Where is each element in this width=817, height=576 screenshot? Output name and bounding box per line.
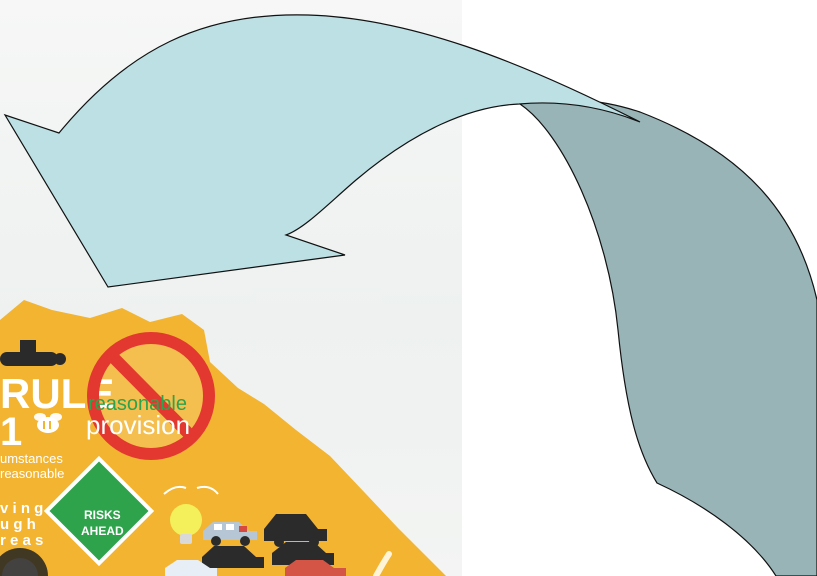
driving-line3: r e a s (0, 532, 43, 549)
sign-word-2: provision (86, 410, 190, 440)
rule-text-line2: reasonable (0, 466, 64, 481)
driving-line2: u g h (0, 516, 36, 533)
rule-text-line1: umstances (0, 451, 63, 466)
arrow-front (5, 15, 640, 287)
driving-line1: v i n g (0, 500, 43, 517)
risk-line-1: RISKS (84, 508, 121, 522)
risk-line-2: AHEAD (81, 524, 124, 538)
arrow-back (520, 99, 817, 576)
no-sign: reasonable provision (86, 332, 215, 460)
rule-number: 1 (0, 410, 22, 454)
